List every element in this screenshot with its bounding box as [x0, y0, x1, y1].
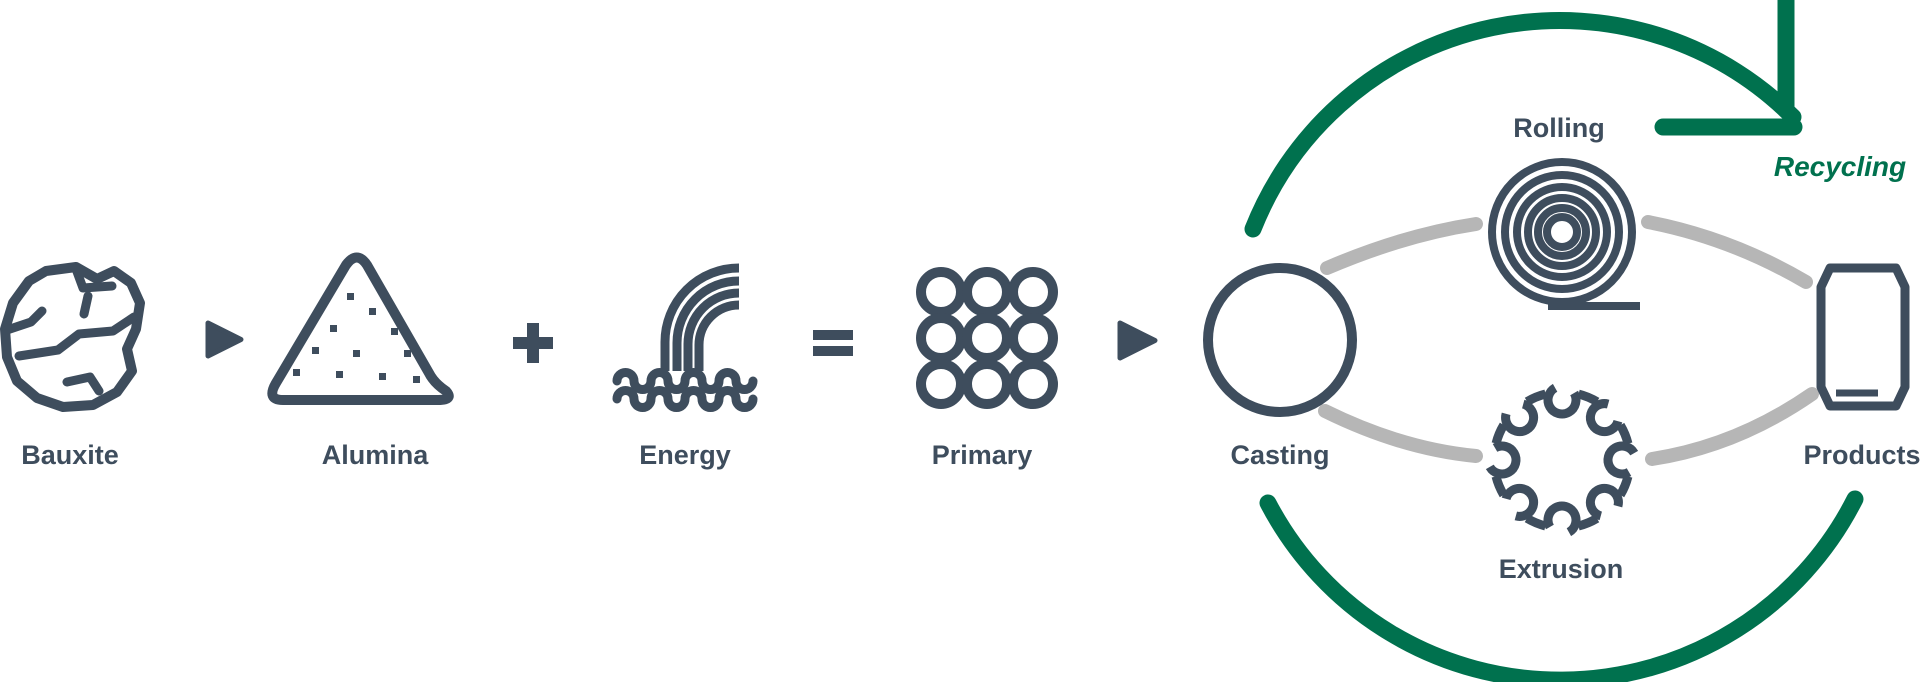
alumina-grain-dots [293, 293, 420, 383]
casting-label: Casting [1230, 440, 1329, 470]
connector-extrusion-to-products [1645, 387, 1819, 466]
connector-casting-to-rolling [1320, 217, 1483, 275]
arrow-right-icon [1117, 320, 1158, 361]
primary-billets-icon [916, 267, 1058, 409]
arrow-right-icon [205, 320, 244, 359]
plus-icon [513, 323, 553, 363]
rolling-label: Rolling [1513, 113, 1604, 143]
extrusion-die-icon [1483, 381, 1641, 539]
bauxite-rock-icon [0, 262, 145, 412]
recycling-label: Recycling [1774, 151, 1906, 182]
energy-waterfall-icon [612, 263, 758, 412]
rolling-coil-icon [1488, 158, 1640, 310]
products-label: Products [1803, 440, 1920, 470]
energy-label: Energy [639, 440, 731, 470]
connector-casting-to-extrusion [1318, 404, 1483, 463]
extrusion-label: Extrusion [1499, 554, 1624, 584]
bauxite-label: Bauxite [21, 440, 119, 470]
connector-rolling-to-products [1641, 215, 1813, 289]
casting-circle-icon [1203, 263, 1357, 417]
primary-label: Primary [932, 440, 1033, 470]
alumina-label: Alumina [322, 440, 429, 470]
connector-arcs [1318, 215, 1819, 466]
alumina-pile-icon [267, 252, 454, 405]
products-can-icon [1816, 263, 1910, 411]
recycling-loop-arrow-icon [1244, 0, 1864, 682]
equals-icon [813, 330, 853, 356]
